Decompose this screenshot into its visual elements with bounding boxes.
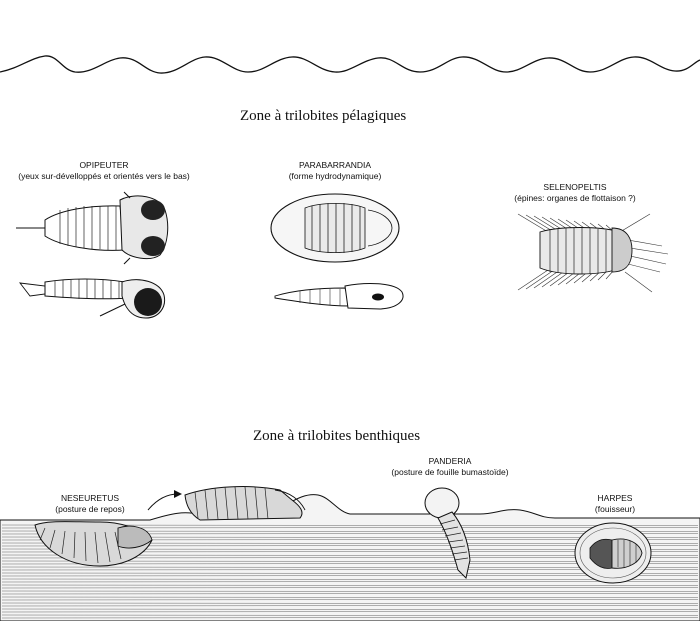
harpes-drawing — [574, 522, 652, 584]
neseuretus-transition-arrow — [147, 493, 179, 511]
harpes-label: HARPES (fouisseur) — [580, 493, 650, 515]
panderia-drawing — [424, 487, 471, 579]
neseuretus-description: (posture de repos) — [55, 504, 125, 514]
selenopeltis-drawing — [517, 213, 669, 293]
harpes-description: (fouisseur) — [594, 504, 636, 514]
opipeuter-label: OPIPEUTER (yeux sur-dévelloppés et orien… — [0, 160, 208, 182]
panderia-description: (posture de fouille bumastoïde) — [391, 467, 509, 477]
neseuretus-active-drawing — [184, 486, 306, 521]
parabarrandia-dorsal-drawing — [270, 193, 400, 263]
sea-surface-wave — [0, 55, 700, 74]
pelagic-zone-title: Zone à trilobites pélagiques — [240, 108, 407, 124]
parabarrandia-label: PARABARRANDIA (forme hydrodynamique) — [270, 160, 400, 182]
panderia-label: PANDERIA (posture de fouille bumastoïde) — [380, 456, 520, 478]
selenopeltis-label: SELENOPELTIS (épines: organes de flottai… — [500, 182, 650, 204]
selenopeltis-name: SELENOPELTIS — [543, 182, 607, 192]
parabarrandia-name: PARABARRANDIA — [298, 160, 372, 170]
opipeuter-name: OPIPEUTER — [79, 160, 129, 170]
neseuretus-label: NESEURETUS (posture de repos) — [40, 493, 140, 515]
parabarrandia-description: (forme hydrodynamique) — [288, 171, 382, 181]
panderia-name: PANDERIA — [428, 456, 472, 466]
harpes-name: HARPES — [597, 493, 633, 503]
opipeuter-lateral-drawing — [18, 278, 166, 319]
opipeuter-dorsal-drawing — [16, 191, 169, 265]
parabarrandia-lateral-drawing — [274, 283, 404, 310]
selenopeltis-description: (épines: organes de flottaison ?) — [514, 193, 636, 203]
neseuretus-name: NESEURETUS — [60, 493, 120, 503]
benthic-zone-title: Zone à trilobites benthiques — [253, 428, 421, 444]
arrow-head — [174, 490, 182, 498]
opipeuter-description: (yeux sur-dévelloppés et orientés vers l… — [18, 171, 190, 181]
neseuretus-resting-drawing — [34, 521, 153, 567]
